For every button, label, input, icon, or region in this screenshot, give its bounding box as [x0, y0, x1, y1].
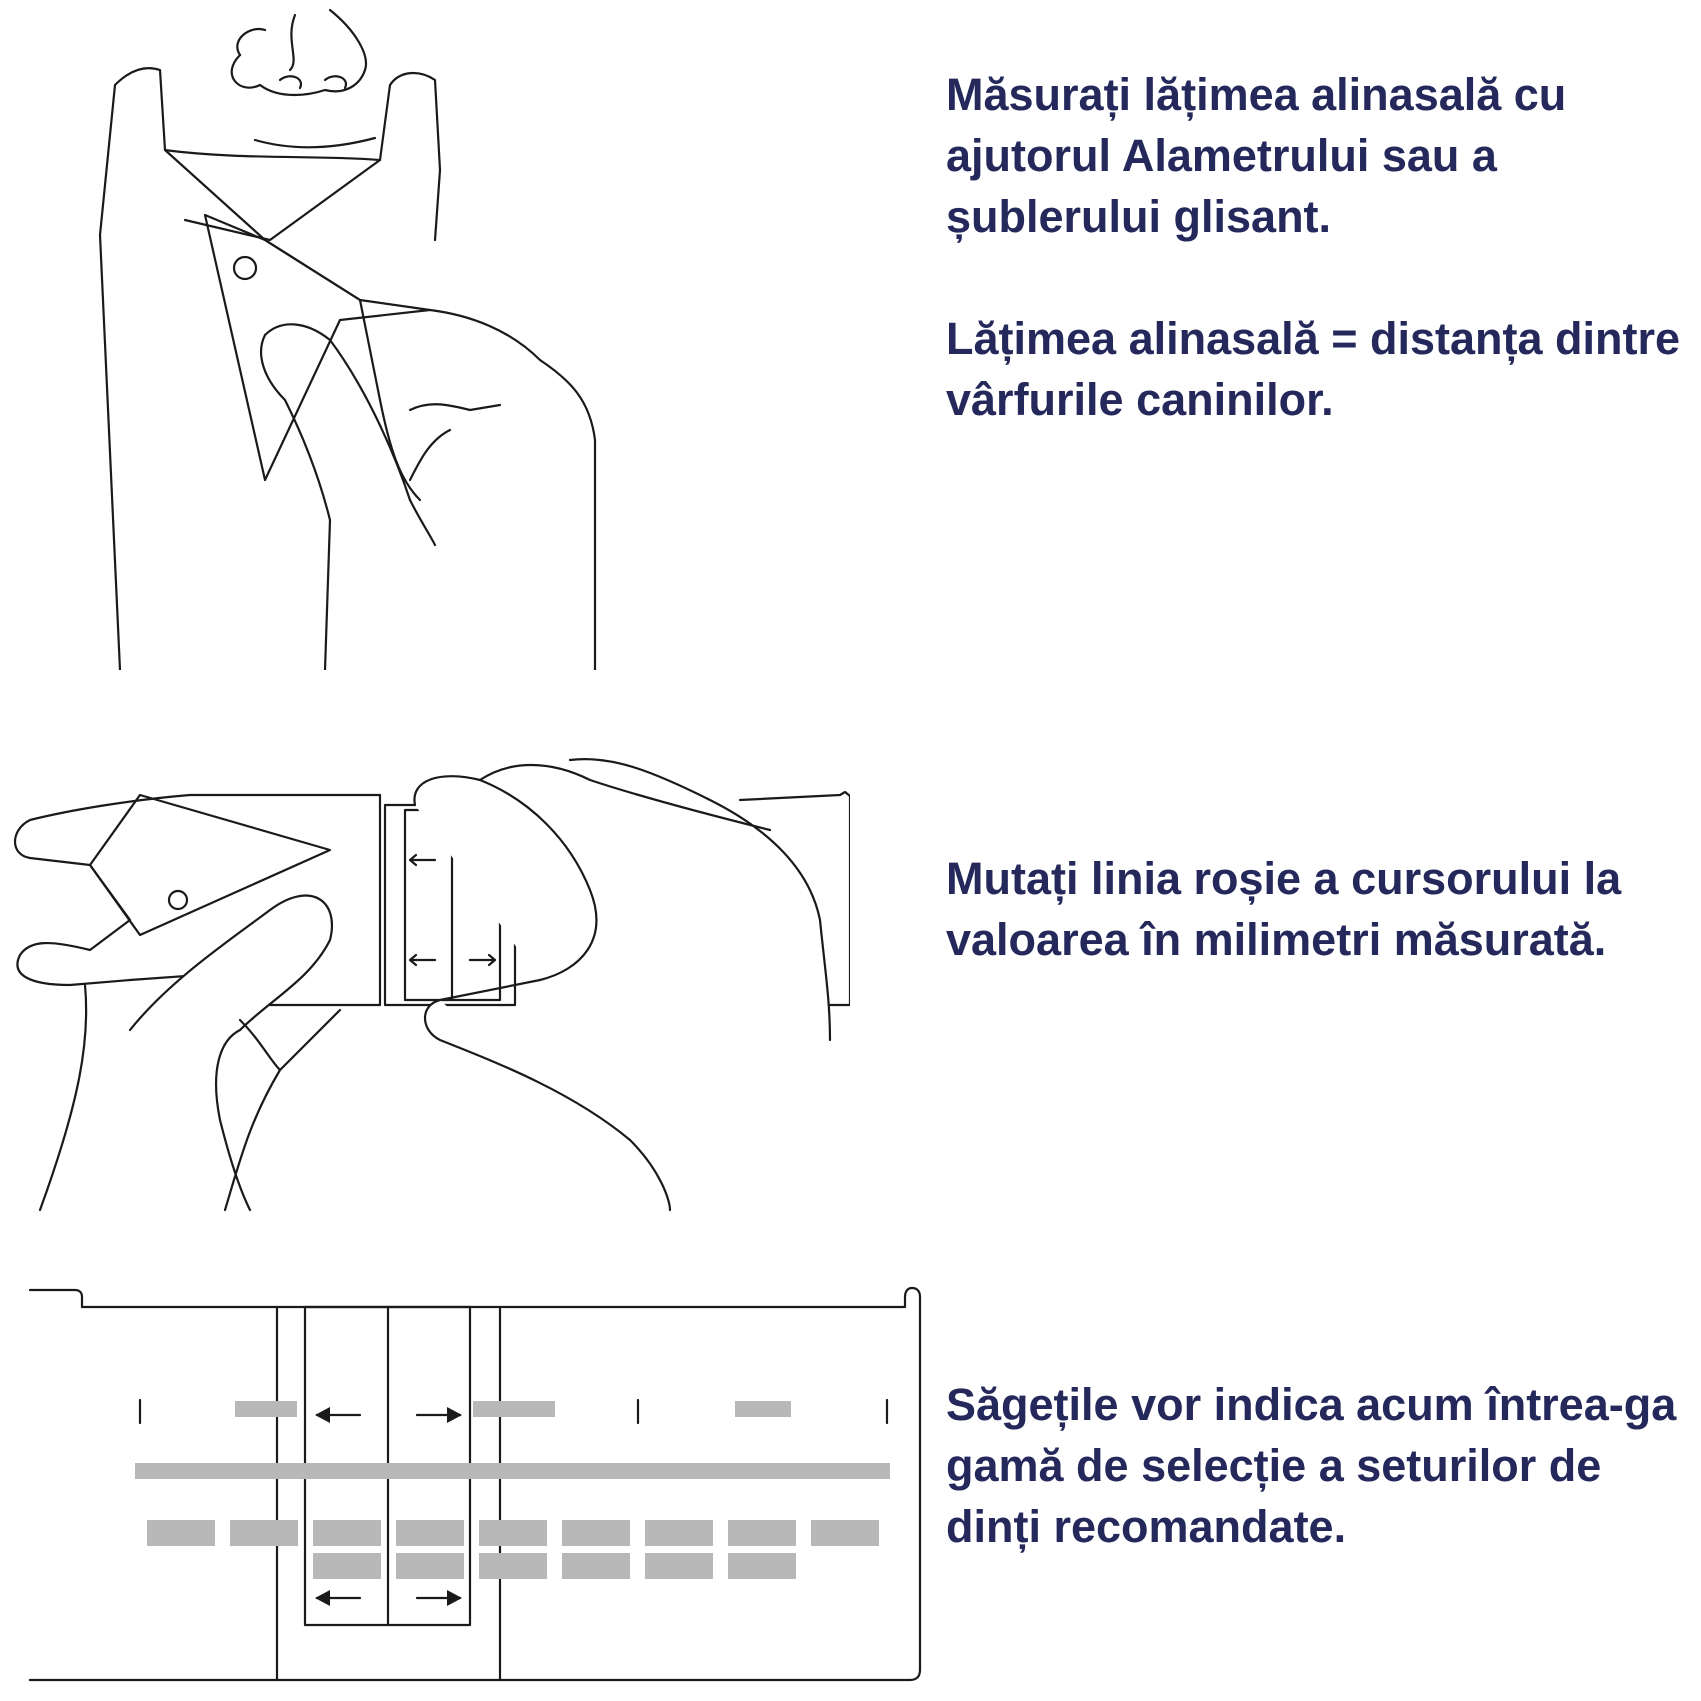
illustration-face-measurement	[90, 0, 610, 670]
illustration-caliper-scale	[25, 1285, 935, 1685]
step-3-text: Săgețile vor indica acum întrea-ga gamă …	[946, 1374, 1696, 1557]
face-caliper-drawing	[98, 8, 597, 670]
step-2-paragraph-1: Mutați linia roșie a cursorului la valoa…	[946, 853, 1622, 965]
step-1-paragraph-2: Lățimea alinasală = distanța dintre vârf…	[946, 313, 1681, 425]
step-2-text: Mutați linia roșie a cursorului la valoa…	[946, 848, 1696, 970]
arrow-right-icon	[415, 1407, 462, 1423]
step-1-paragraph-1: Măsurați lățimea alinasală cu ajutorul A…	[946, 69, 1567, 242]
step-3-paragraph-1: Săgețile vor indica acum întrea-ga gamă …	[946, 1379, 1677, 1552]
caliper-scale-drawing	[28, 1286, 922, 1682]
step-1-text: Măsurați lățimea alinasală cu ajutorul A…	[946, 64, 1696, 430]
arrow-right-icon	[415, 1590, 462, 1606]
illustration-caliper-hands	[10, 740, 850, 1220]
caliper-hands-drawing	[14, 757, 850, 1212]
arrow-left-icon	[315, 1407, 362, 1423]
arrow-left-icon	[315, 1590, 362, 1606]
